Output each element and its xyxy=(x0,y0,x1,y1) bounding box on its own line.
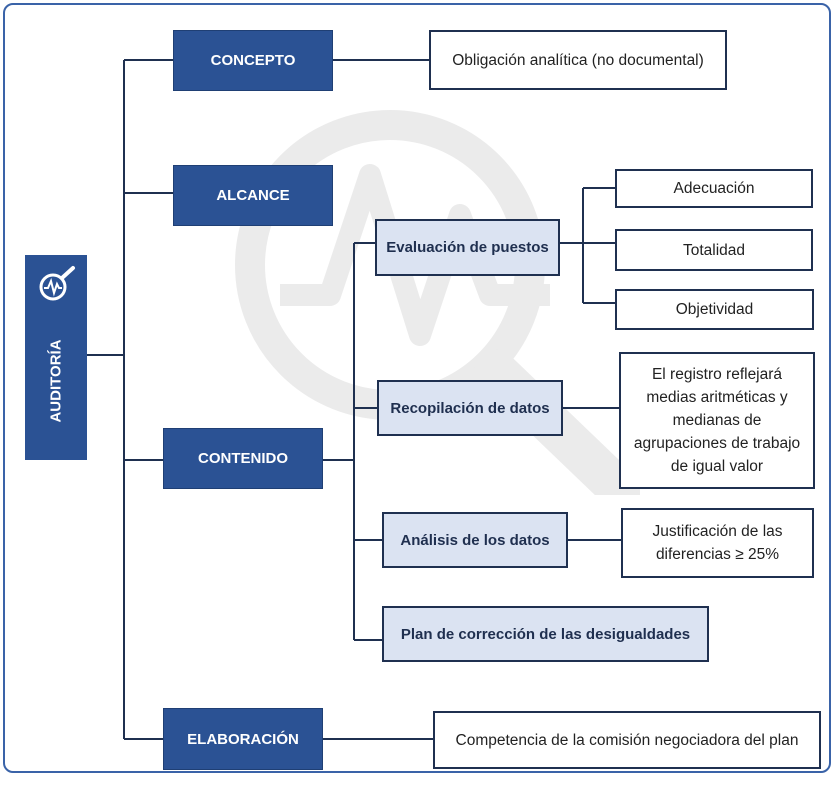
elaboracion-detail: Competencia de la comisión negociadora d… xyxy=(433,711,821,769)
node-elaboracion: ELABORACIÓN xyxy=(163,708,323,770)
detail-registro: El registro reflejará medias aritméticas… xyxy=(619,352,815,489)
detail-adecuacion: Adecuación xyxy=(615,169,813,208)
node-concepto: CONCEPTO xyxy=(173,30,333,91)
detail-objetividad: Objetividad xyxy=(615,289,814,330)
detail-justificacion: Justificación de las diferencias ≥ 25% xyxy=(621,508,814,578)
node-alcance: ALCANCE xyxy=(173,165,333,226)
node-evaluacion-puestos: Evaluación de puestos xyxy=(375,219,560,276)
detail-totalidad: Totalidad xyxy=(615,229,813,271)
node-contenido: CONTENIDO xyxy=(163,428,323,489)
node-plan-correccion: Plan de corrección de las desigualdades xyxy=(382,606,709,662)
diagram-frame xyxy=(3,3,831,773)
node-recopilacion-datos: Recopilación de datos xyxy=(377,380,563,436)
root-node-auditoria: AUDITORÍA xyxy=(25,255,87,460)
root-label: AUDITORÍA xyxy=(47,339,65,423)
concepto-detail: Obligación analítica (no documental) xyxy=(429,30,727,90)
magnifier-pulse-icon xyxy=(39,266,75,301)
node-analisis-datos: Análisis de los datos xyxy=(382,512,568,568)
